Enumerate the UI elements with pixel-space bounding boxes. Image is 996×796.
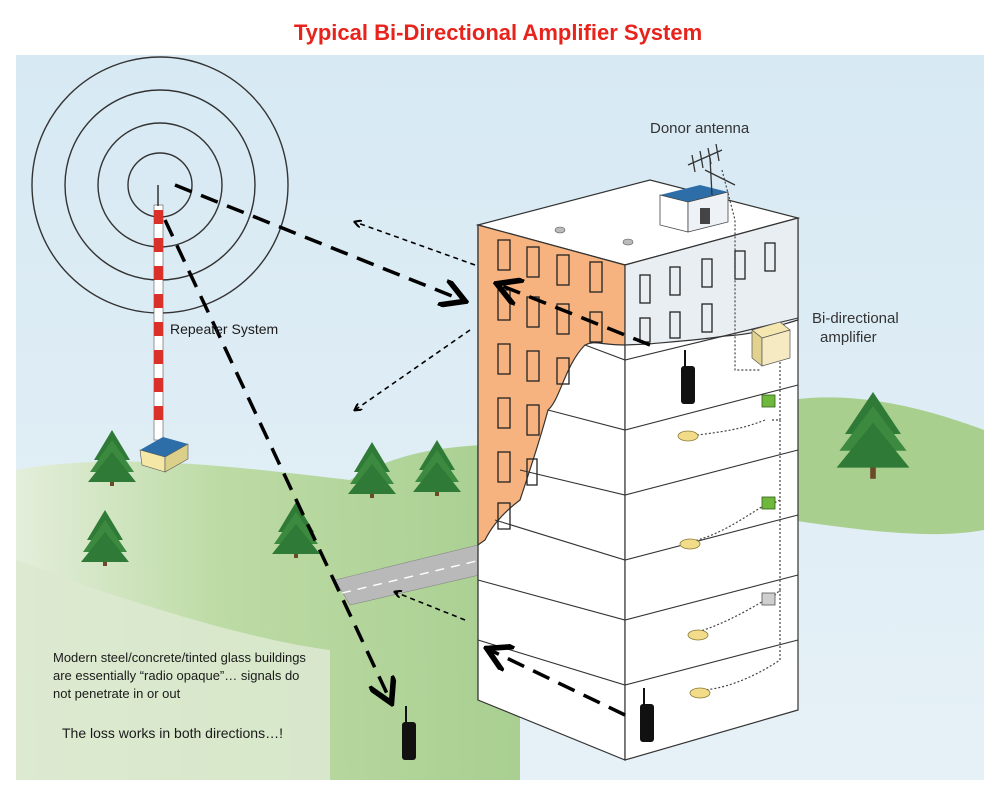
- handheld-radio-icon: [402, 350, 695, 760]
- feeder-cable: [689, 169, 781, 691]
- donor-antenna-icon: [687, 143, 736, 196]
- bda-label-line1: Bi-directional: [812, 310, 899, 327]
- note-line-3: not penetrate in or out: [53, 686, 181, 701]
- bda-label-line2: amplifier: [820, 329, 877, 346]
- note-line-2: are essentially “radio opaque”… signals …: [53, 668, 300, 683]
- repeater-system-label: Repeater System: [170, 321, 279, 337]
- donor-antenna-label: Donor antenna: [650, 120, 750, 137]
- tree-icon: [836, 392, 910, 479]
- repeater-hut: [139, 437, 189, 473]
- line-amplifier-icon: [761, 394, 776, 606]
- building-opacity-note: Modern steel/concrete/tinted glass build…: [53, 649, 383, 703]
- bi-directional-amplifier-label: Bi-directional amplifier: [812, 309, 899, 347]
- building: [475, 179, 801, 761]
- building-roof-units: [554, 185, 729, 246]
- loss-note: The loss works in both directions…!: [62, 725, 283, 741]
- repeater-tower: [153, 185, 164, 441]
- indoor-antenna-icon: [677, 430, 711, 699]
- signal-arrows-strong: [163, 183, 651, 717]
- diagram-title: Typical Bi-Directional Amplifier System: [293, 20, 703, 45]
- floor-plates: [477, 225, 799, 700]
- signal-arrows-weak: [355, 222, 476, 621]
- note-line-1: Modern steel/concrete/tinted glass build…: [53, 650, 306, 665]
- bi-directional-amplifier-unit: [751, 321, 791, 367]
